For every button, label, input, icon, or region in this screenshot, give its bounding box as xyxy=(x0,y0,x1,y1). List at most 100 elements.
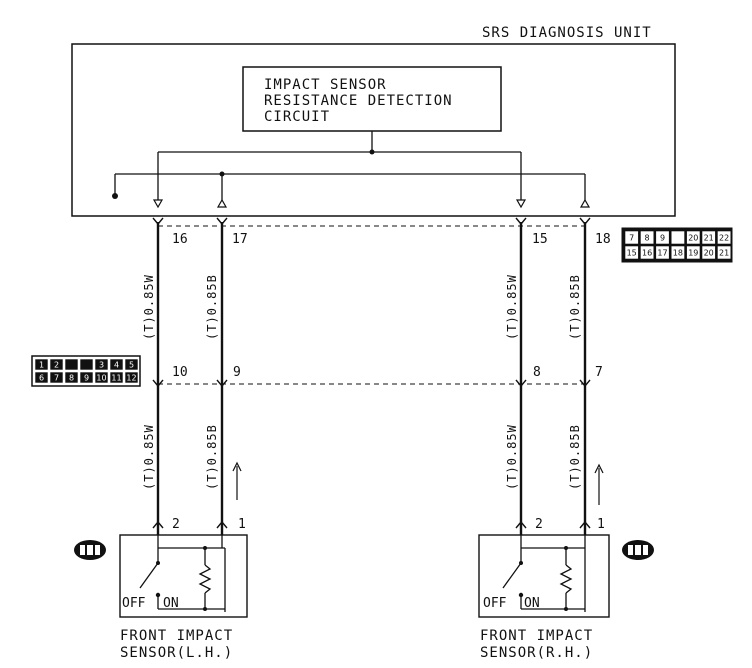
connector-pin-cell: 16 xyxy=(640,245,655,260)
wire-label: (T)0.85B xyxy=(568,424,582,490)
connector-pin-cell: 9 xyxy=(655,230,670,245)
connector-pin-cell: 17 xyxy=(655,245,670,260)
connector-right-icon: 7 8 9 20 21 22 15 16 17 18 19 20 21 xyxy=(621,227,733,263)
sensor-name: SENSOR(L.H.) xyxy=(120,645,233,661)
connector-pin-cell xyxy=(79,358,94,371)
pin-8: 8 xyxy=(533,365,541,380)
svg-text:20: 20 xyxy=(688,234,698,243)
wire-label: (T)0.85W xyxy=(505,424,519,490)
pin-lh-2: 2 xyxy=(172,517,180,532)
svg-text:19: 19 xyxy=(688,249,698,258)
circuit-label-line2: RESISTANCE DETECTION xyxy=(264,93,453,109)
connector-pin-cell: 8 xyxy=(64,371,79,384)
sensor-name: FRONT IMPACT xyxy=(480,628,593,644)
svg-text:18: 18 xyxy=(673,249,683,258)
connector-pin-cell: 6 xyxy=(34,371,49,384)
junction-dot xyxy=(219,171,225,177)
svg-text:20: 20 xyxy=(704,249,714,258)
terminal-arrows xyxy=(152,217,591,529)
connector-pin-cell: 8 xyxy=(640,230,655,245)
sensor-name: SENSOR(R.H.) xyxy=(480,645,593,661)
svg-text:5: 5 xyxy=(129,361,134,370)
svg-text:8: 8 xyxy=(69,374,74,383)
connector-pin-cell: 15 xyxy=(624,245,639,260)
svg-text:15: 15 xyxy=(627,249,637,258)
srs-unit-box xyxy=(71,43,676,217)
svg-text:12: 12 xyxy=(126,374,136,383)
svg-text:11: 11 xyxy=(111,374,121,383)
terminal-markers xyxy=(152,198,591,209)
connector-pin-cell: 21 xyxy=(717,245,732,260)
sensor-connector-icon xyxy=(622,540,654,560)
circuit-label-line1: IMPACT SENSOR xyxy=(264,77,387,93)
connector-pin-cell: 20 xyxy=(701,245,716,260)
wires xyxy=(156,222,587,535)
pin-7: 7 xyxy=(595,365,603,380)
wire-label: (T)0.85B xyxy=(568,274,582,340)
svg-text:3: 3 xyxy=(99,361,104,370)
sensor-connector-icon xyxy=(74,540,106,560)
ground-icon xyxy=(112,193,118,199)
connector-pin-cell: 12 xyxy=(124,371,139,384)
current-arrow-icon xyxy=(232,461,604,505)
svg-text:22: 22 xyxy=(719,234,729,243)
connector-dashes xyxy=(158,225,585,385)
pin-rh-1: 1 xyxy=(597,517,605,532)
svg-text:1: 1 xyxy=(39,361,44,370)
pin-9: 9 xyxy=(233,365,241,380)
internal-bus xyxy=(114,131,586,200)
connector-pin-cell: 3 xyxy=(94,358,109,371)
pin-15: 15 xyxy=(532,232,548,247)
pin-rh-2: 2 xyxy=(535,517,543,532)
svg-text:2: 2 xyxy=(54,361,59,370)
svg-text:7: 7 xyxy=(629,234,634,243)
svg-text:8: 8 xyxy=(645,234,650,243)
svg-text:16: 16 xyxy=(642,249,652,258)
connector-pin-cell: 7 xyxy=(49,371,64,384)
connector-pin-cell: 1 xyxy=(34,358,49,371)
connector-pin-cell: 11 xyxy=(109,371,124,384)
wire-label: (T)0.85W xyxy=(142,424,156,490)
connector-pin-cell: 19 xyxy=(686,245,701,260)
switch-off-label: OFF xyxy=(483,596,507,611)
connector-pin-cell: 4 xyxy=(109,358,124,371)
circuit-label-line3: CIRCUIT xyxy=(264,109,330,125)
connector-pin-cell xyxy=(64,358,79,371)
connector-pin-cell: 2 xyxy=(49,358,64,371)
front-impact-sensor-lh: OFF ON FRONT IMPACT SENSOR(L.H.) xyxy=(119,534,248,661)
front-impact-sensor-rh: OFF ON FRONT IMPACT SENSOR(R.H.) xyxy=(478,534,610,661)
svg-text:4: 4 xyxy=(114,361,119,370)
svg-text:21: 21 xyxy=(704,234,714,243)
svg-text:17: 17 xyxy=(657,249,667,258)
wire-label: (T)0.85W xyxy=(505,274,519,340)
wire-label: (T)0.85B xyxy=(205,274,219,340)
pin-10: 10 xyxy=(172,365,188,380)
connector-pin-cell: 21 xyxy=(701,230,716,245)
connector-pin-cell: 9 xyxy=(79,371,94,384)
connector-pin-cell: 20 xyxy=(686,230,701,245)
connector-pin-cell xyxy=(670,230,685,245)
svg-text:10: 10 xyxy=(96,374,106,383)
junction-dot xyxy=(369,149,375,155)
switch-on-label: ON xyxy=(163,596,179,611)
connector-pin-cell: 10 xyxy=(94,371,109,384)
pin-17: 17 xyxy=(232,232,248,247)
connector-pin-cell: 22 xyxy=(717,230,732,245)
wire-label: (T)0.85B xyxy=(205,424,219,490)
switch-on-label: ON xyxy=(524,596,540,611)
connector-pin-cell: 7 xyxy=(624,230,639,245)
pin-18: 18 xyxy=(595,232,611,247)
connector-pin-cell: 5 xyxy=(124,358,139,371)
pin-16: 16 xyxy=(172,232,188,247)
switch-off-label: OFF xyxy=(122,596,146,611)
svg-text:9: 9 xyxy=(84,374,89,383)
pin-lh-1: 1 xyxy=(238,517,246,532)
sensor-name: FRONT IMPACT xyxy=(120,628,233,644)
svg-text:21: 21 xyxy=(719,249,729,258)
connector-pin-cell: 18 xyxy=(670,245,685,260)
svg-text:9: 9 xyxy=(660,234,665,243)
svg-text:7: 7 xyxy=(54,374,59,383)
wire-label: (T)0.85W xyxy=(142,274,156,340)
